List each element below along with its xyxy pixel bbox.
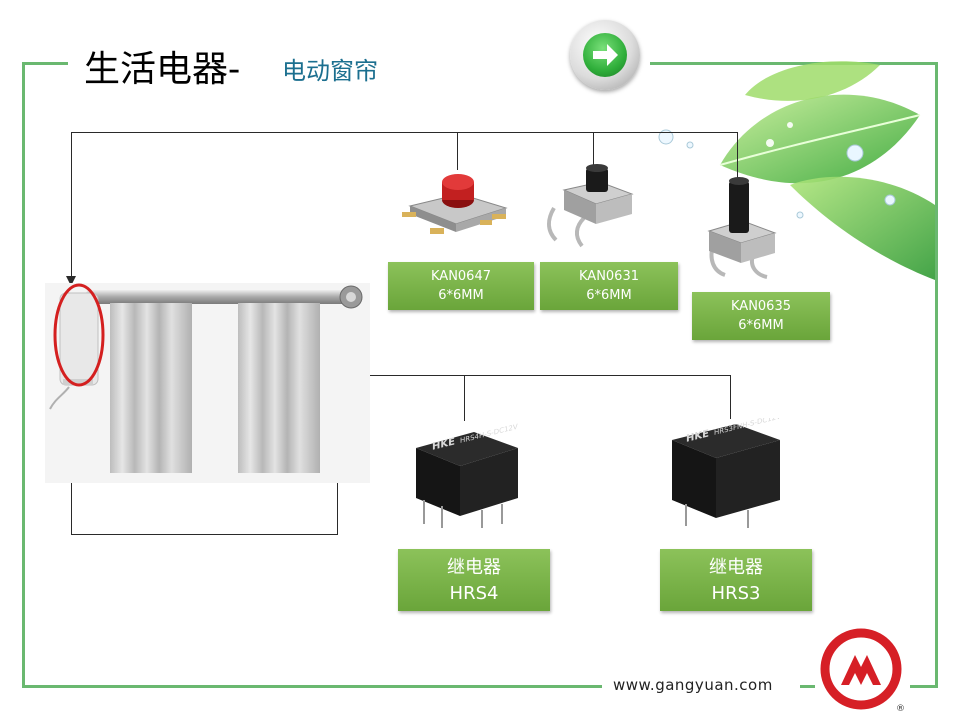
wire-top-left-vertical — [71, 132, 72, 278]
switch-kan0635-image — [707, 177, 777, 279]
switch-kan0647-image — [402, 174, 508, 234]
relay-hrs3-image: HKE HRS3FNH-S-DC12V — [672, 418, 781, 528]
next-slide-button[interactable] — [570, 20, 640, 90]
next-button-face — [583, 33, 627, 77]
relay-name: 继电器 — [447, 557, 501, 578]
frame-top-left — [22, 62, 68, 65]
frame-right — [935, 62, 938, 688]
wire-switch1-drop — [457, 132, 458, 170]
arrow-right-icon — [593, 44, 618, 66]
arrow-down-icon — [66, 276, 76, 286]
page-subtitle: 电动窗帘 — [282, 57, 378, 85]
switch-label-kan0635: KAN0635 6*6MM — [692, 292, 830, 340]
relay-label-hrs3: 继电器 HRS3 — [660, 549, 812, 611]
relay-hrs4-image: HKE HRS4H-S-DC12V — [416, 422, 518, 528]
logo-registered-mark: ® — [896, 704, 905, 714]
relay-label-hrs4: 继电器 HRS4 — [398, 549, 550, 611]
relay-model: HRS3 — [711, 583, 761, 604]
wire-switch3-drop — [737, 132, 738, 182]
wire-relay1-drop — [464, 375, 465, 421]
switch-size: 6*6MM — [738, 318, 784, 333]
curtain-image — [45, 283, 370, 483]
relay-model: HRS4 — [449, 583, 499, 604]
switch-size: 6*6MM — [438, 288, 484, 303]
switch-label-kan0631: KAN0631 6*6MM — [540, 262, 678, 310]
wire-relay2-drop — [730, 375, 731, 419]
switch-model: KAN0635 — [731, 299, 791, 314]
switch-size: 6*6MM — [586, 288, 632, 303]
switch-kan0631-image — [547, 164, 634, 248]
switch-label-kan0647: KAN0647 6*6MM — [388, 262, 534, 310]
wire-bottom-horizontal — [71, 534, 337, 535]
title-separator: - — [228, 49, 241, 90]
title-main-text: 生活电器 — [84, 49, 229, 90]
leaf-decoration-icon — [658, 61, 935, 280]
company-logo: ® — [815, 627, 910, 717]
frame-top-right — [650, 62, 938, 65]
wire-switch2-drop — [593, 132, 594, 166]
relay-name: 继电器 — [709, 557, 763, 578]
switch-model: KAN0631 — [579, 269, 639, 284]
wire-relay-horizontal — [337, 375, 731, 376]
frame-left — [22, 62, 25, 688]
frame-bottom-left — [22, 685, 602, 688]
switch-model: KAN0647 — [431, 269, 491, 284]
footer-website: www.gangyuan.com — [613, 676, 773, 694]
wire-top-horizontal — [71, 132, 738, 133]
page-title: 生活电器- — [84, 44, 240, 96]
